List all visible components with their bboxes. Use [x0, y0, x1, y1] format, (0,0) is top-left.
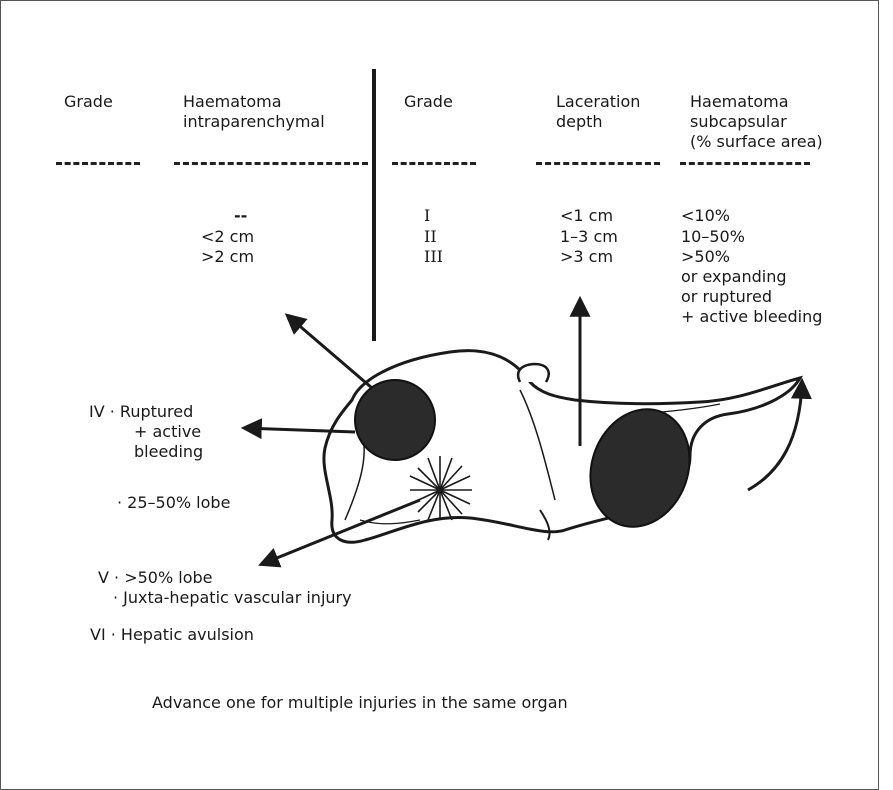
- haematoma-circle-icon: [355, 380, 435, 460]
- grade-iv-line4: · 25–50% lobe: [117, 492, 230, 513]
- liver-injury-grading-figure: Grade Haematoma intraparenchymal Grade L…: [0, 0, 893, 774]
- grade-v-line1: V · >50% lobe: [98, 567, 213, 588]
- vessel-stub: [518, 364, 549, 382]
- footnote: Advance one for multiple injuries in the…: [152, 692, 568, 713]
- grade-iv-line3: bleeding: [134, 441, 203, 462]
- liver-illustration: [0, 0, 893, 774]
- grade-vi-line1: VI · Hepatic avulsion: [90, 624, 254, 645]
- grade-iv-line1: IV · Ruptured: [89, 401, 193, 422]
- arrow-haematoma-up: [288, 316, 372, 388]
- grade-v-line2: · Juxta-hepatic vascular injury: [113, 587, 352, 608]
- grade-iv-line2: + active: [134, 421, 201, 442]
